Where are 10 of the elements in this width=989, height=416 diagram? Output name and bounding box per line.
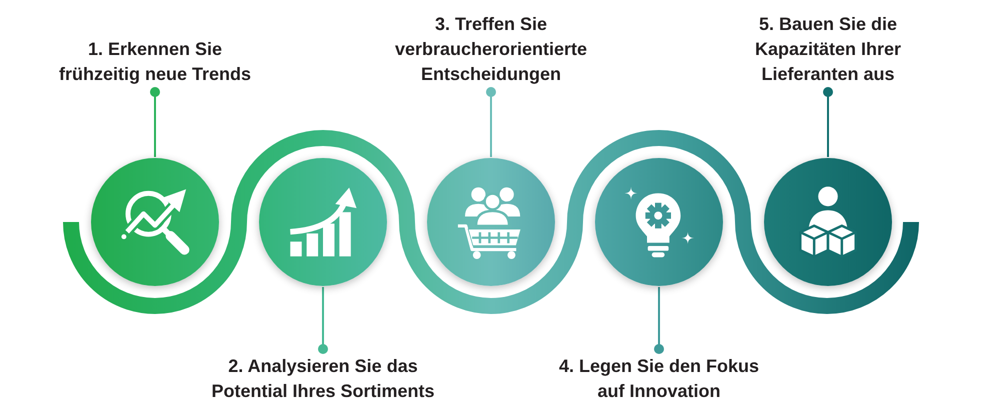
- step-label: 3. Treffen Sie verbraucherorientierte Entscheidungen: [388, 12, 594, 87]
- leader-line: [654, 287, 664, 354]
- leader-line: [150, 87, 160, 157]
- leader-line: [486, 87, 496, 157]
- leader-line: [823, 87, 833, 157]
- step-label: 2. Analysieren Sie das Potential Ihres Sortiments: [203, 354, 443, 404]
- leader-line: [318, 287, 328, 354]
- step-label: 1. Erkennen Sie frühzeitig neue Trends: [50, 37, 260, 87]
- step-label: 4. Legen Sie den Fokus auf Innovation: [548, 354, 770, 404]
- step-label: 5. Bauen Sie die Kapazitäten Ihrer Lieferanten aus: [744, 12, 912, 87]
